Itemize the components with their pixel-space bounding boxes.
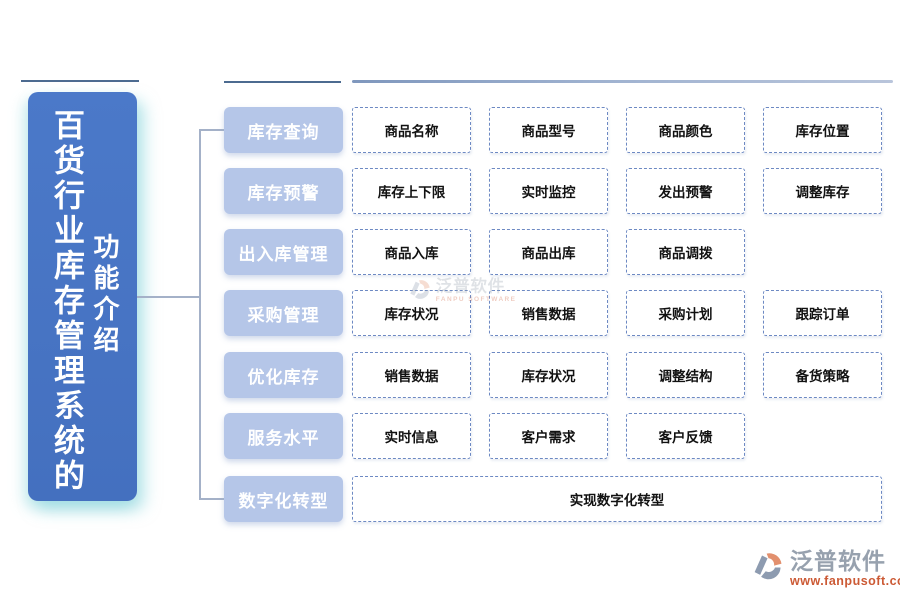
feature-item: 库存位置 xyxy=(763,107,882,153)
decor-line-middle xyxy=(224,81,341,83)
feature-item: 发出预警 xyxy=(626,168,745,214)
connector-bottom-stub xyxy=(199,498,225,500)
feature-row-inventory-query: 库存查询 商品名称 商品型号 商品颜色 库存位置 xyxy=(224,107,882,153)
feature-row-in-out-management: 出入库管理 商品入库 商品出库 商品调拨 xyxy=(224,229,882,275)
category-label: 出入库管理 xyxy=(224,229,343,275)
feature-item: 商品颜色 xyxy=(626,107,745,153)
feature-item: 销售数据 xyxy=(352,352,471,398)
feature-item: 备货策略 xyxy=(763,352,882,398)
feature-row-inventory-alert: 库存预警 库存上下限 实时监控 发出预警 调整库存 xyxy=(224,168,882,214)
category-label: 采购管理 xyxy=(224,290,343,336)
feature-item: 商品型号 xyxy=(489,107,608,153)
decor-line-right xyxy=(352,80,893,83)
feature-item: 销售数据 xyxy=(489,290,608,336)
feature-item: 库存状况 xyxy=(352,290,471,336)
feature-row-digital-transformation: 数字化转型 实现数字化转型 xyxy=(224,476,882,522)
brand-url: www.fanpusoft.com xyxy=(790,574,900,588)
connector-top-stub xyxy=(199,129,225,131)
feature-item: 商品名称 xyxy=(352,107,471,153)
category-label: 库存预警 xyxy=(224,168,343,214)
brand-logo: 泛普软件 www.fanpusoft.com xyxy=(750,549,900,588)
page-subtitle: 功能介绍 xyxy=(90,233,120,357)
title-banner: 百货行业库存管理系统的 功能介绍 xyxy=(28,92,137,501)
page-title: 百货行业库存管理系统的 xyxy=(49,109,84,494)
category-label: 优化库存 xyxy=(224,352,343,398)
feature-item: 客户需求 xyxy=(489,413,608,459)
feature-item: 实时监控 xyxy=(489,168,608,214)
feature-item: 实现数字化转型 xyxy=(352,476,882,522)
fanpu-logo-icon xyxy=(754,553,782,580)
feature-row-procurement: 采购管理 库存状况 销售数据 采购计划 跟踪订单 xyxy=(224,290,882,336)
feature-item: 库存状况 xyxy=(489,352,608,398)
feature-item: 商品入库 xyxy=(352,229,471,275)
connector-root xyxy=(137,296,199,298)
connector-spine xyxy=(199,129,201,499)
feature-item: 调整结构 xyxy=(626,352,745,398)
feature-item: 采购计划 xyxy=(626,290,745,336)
feature-row-service-level: 服务水平 实时信息 客户需求 客户反馈 xyxy=(224,413,882,459)
feature-row-optimize-inventory: 优化库存 销售数据 库存状况 调整结构 备货策略 xyxy=(224,352,882,398)
decor-line-left xyxy=(21,80,139,82)
feature-item: 跟踪订单 xyxy=(763,290,882,336)
feature-item: 商品调拨 xyxy=(626,229,745,275)
feature-item: 客户反馈 xyxy=(626,413,745,459)
feature-item: 商品出库 xyxy=(489,229,608,275)
feature-item: 库存上下限 xyxy=(352,168,471,214)
category-label: 服务水平 xyxy=(224,413,343,459)
feature-item: 实时信息 xyxy=(352,413,471,459)
category-label: 库存查询 xyxy=(224,107,343,153)
brand-name: 泛普软件 xyxy=(790,548,886,574)
feature-item: 调整库存 xyxy=(763,168,882,214)
category-label: 数字化转型 xyxy=(224,476,343,522)
